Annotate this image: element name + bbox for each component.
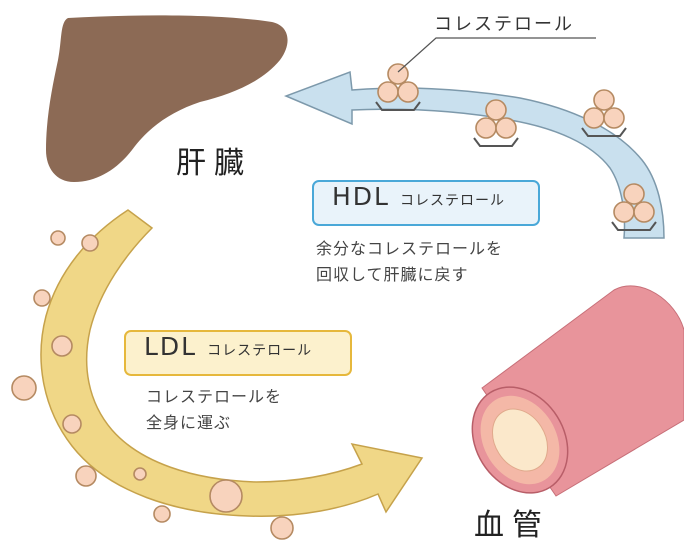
cholesterol-particle — [34, 290, 50, 306]
cholesterol-particle — [210, 480, 242, 512]
hdl-description: 余分なコレステロールを 回収して肝臓に戻す — [316, 236, 503, 288]
cholesterol-callout-line — [398, 38, 596, 72]
cholesterol-particle — [271, 517, 293, 539]
cholesterol-particle — [634, 202, 654, 222]
cholesterol-particle — [486, 100, 506, 120]
cholesterol-particle — [624, 184, 644, 204]
hdl-badge: HDL コレステロール — [312, 180, 540, 226]
cholesterol-particle — [398, 82, 418, 102]
cholesterol-particle — [12, 376, 36, 400]
cholesterol-particle — [76, 466, 96, 486]
particle-tray — [474, 138, 518, 146]
ldl-description-line: 全身に運ぶ — [146, 410, 282, 436]
ldl-title: LDL — [144, 332, 197, 361]
hdl-description-line: 回収して肝臓に戻す — [316, 262, 503, 288]
cholesterol-particle — [614, 202, 634, 222]
ldl-description: コレステロールを 全身に運ぶ — [146, 384, 282, 436]
cholesterol-particle — [476, 118, 496, 138]
cholesterol-particle — [52, 336, 72, 356]
blood-vessel-label: 血管 — [474, 500, 550, 544]
hdl-description-line: 余分なコレステロールを — [316, 236, 503, 262]
cholesterol-particle — [154, 506, 170, 522]
hdl-subtitle: コレステロール — [400, 190, 505, 210]
cholesterol-particle — [378, 82, 398, 102]
cholesterol-particle — [63, 415, 81, 433]
cholesterol-particle — [604, 108, 624, 128]
cholesterol-callout-label: コレステロール — [434, 10, 574, 36]
cholesterol-particle — [594, 90, 614, 110]
ldl-badge: LDL コレステロール — [124, 330, 352, 376]
cholesterol-particle — [388, 64, 408, 84]
hdl-title: HDL — [332, 182, 390, 211]
ldl-subtitle: コレステロール — [207, 340, 312, 360]
blood-vessel-illustration — [453, 286, 684, 511]
cholesterol-particle — [134, 468, 146, 480]
cholesterol-particle — [496, 118, 516, 138]
liver-label: 肝臓 — [176, 138, 252, 182]
cholesterol-particle — [584, 108, 604, 128]
cholesterol-particle — [82, 235, 98, 251]
ldl-description-line: コレステロールを — [146, 384, 282, 410]
cholesterol-particle — [51, 231, 65, 245]
